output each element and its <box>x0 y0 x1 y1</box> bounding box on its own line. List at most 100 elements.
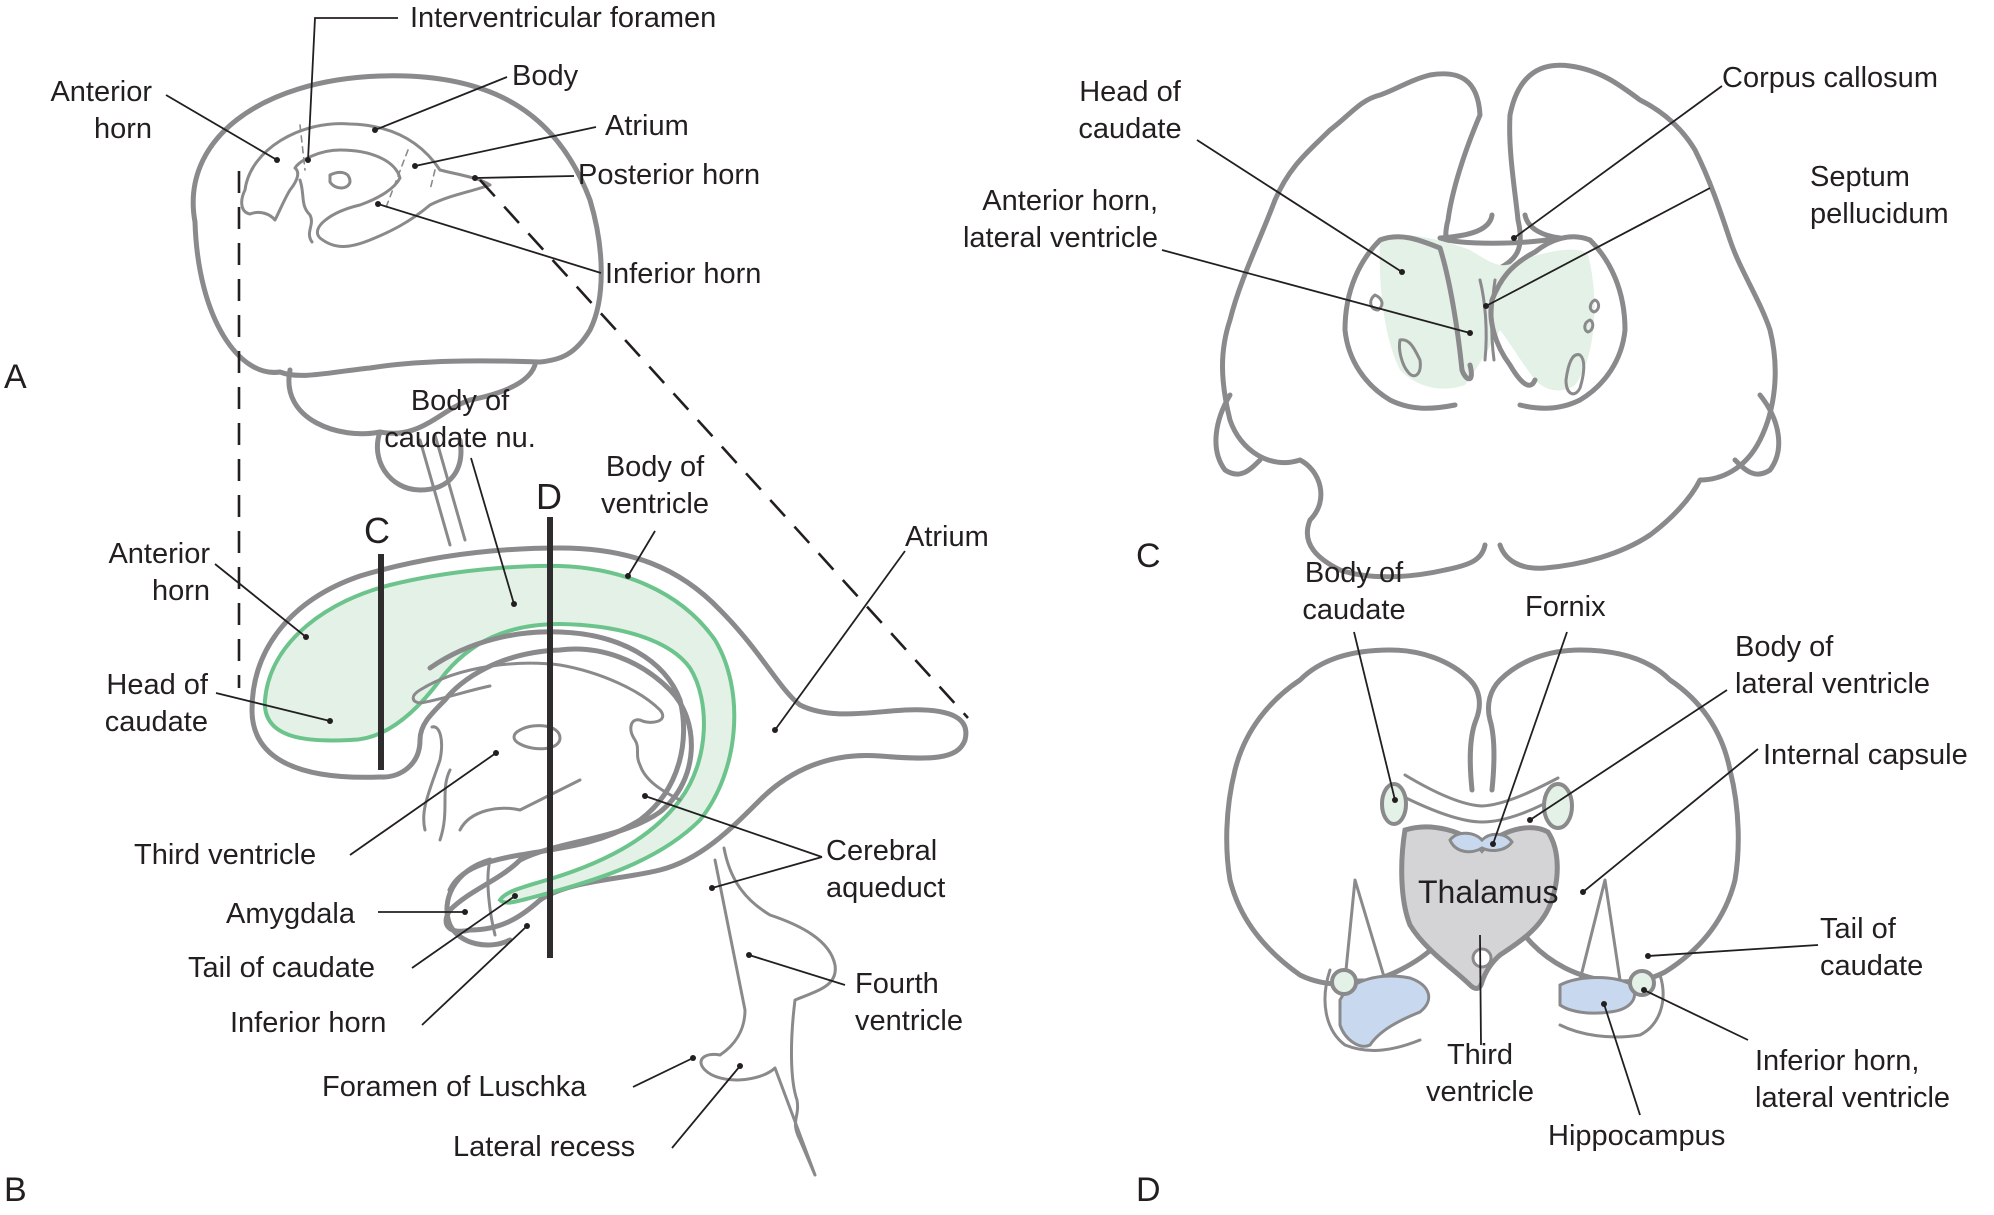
panel-a-drawing <box>190 73 604 547</box>
label-c-corpus-callosum: Corpus callosum <box>1722 62 1938 94</box>
leader-a-anterior-horn <box>165 94 278 161</box>
panel-b-caudate-nucleus <box>262 563 737 905</box>
leader-interventricular-foramen <box>307 17 398 161</box>
leader-a-body <box>374 76 508 131</box>
label-b-inferior-horn: Inferior horn <box>230 1007 387 1039</box>
leader-b-head-of-caudate <box>215 692 331 722</box>
panel-d-third-ventricle-lumen <box>1471 947 1493 969</box>
label-a-posterior-horn: Posterior horn <box>578 159 761 191</box>
leader-d-body-of-caudate <box>1353 631 1396 801</box>
panel-b-amygdala <box>444 857 513 948</box>
panel-c-putamen-right <box>1564 298 1601 396</box>
cut-line-d-label: D <box>536 476 562 517</box>
panel-b-thalamus-outline <box>427 629 687 893</box>
label-b-atrium: Atrium <box>905 521 989 553</box>
leader-b-lateral-recess <box>671 1065 741 1149</box>
panel-c-drawing <box>1213 62 1782 580</box>
leader-d-fornix <box>1492 631 1568 845</box>
panel-c-left-hemisphere <box>1220 71 1488 580</box>
label-b-head-of-caudate: Head of caudate <box>104 669 208 738</box>
leader-d-inferior-horn <box>1643 989 1749 1041</box>
leader-d-internal-capsule <box>1582 748 1759 893</box>
label-d-hippocampus: Hippocampus <box>1548 1120 1726 1152</box>
leader-c-septum-pellucidum <box>1485 187 1711 307</box>
leader-b-third-ventricle <box>349 752 497 856</box>
panel-c-right-hemisphere <box>1497 62 1778 571</box>
panel-d-hippocampus-left <box>1338 974 1431 1048</box>
panel-b-interthalamic-adhesion <box>512 724 562 751</box>
leader-a-inferior-horn <box>377 203 602 274</box>
panel-b-hypothalamus <box>422 725 582 842</box>
panel-a-lateral-ventricle <box>240 122 492 248</box>
label-b-body-of-ventricle: Body of ventricle <box>601 451 709 520</box>
panel-c-left-anterior-horn <box>1342 234 1474 411</box>
leader-d-tail-of-caudate <box>1647 944 1819 957</box>
label-a-interventricular-foramen: Interventricular foramen <box>410 2 717 34</box>
leader-b-foramen-of-luschka <box>632 1057 694 1088</box>
panel-a-divisions <box>299 124 436 211</box>
label-b-anterior-horn: Anterior horn <box>108 538 210 607</box>
leader-b-body-of-ventricle <box>627 530 656 577</box>
label-b-lateral-recess: Lateral recess <box>453 1131 636 1163</box>
projection-line-right <box>479 179 969 719</box>
panel-label-d: D <box>1136 1171 1161 1209</box>
panel-a-third-ventricle <box>298 170 352 244</box>
panel-d-hippocampus-right <box>1558 976 1636 1015</box>
label-a-atrium: Atrium <box>605 110 689 142</box>
panel-label-c: C <box>1136 537 1161 575</box>
pointer-dot <box>305 157 311 163</box>
leader-c-head-of-caudate <box>1196 139 1403 273</box>
leader-b-cerebral-aqueduct <box>644 795 823 889</box>
label-d-internal-capsule: Internal capsule <box>1763 739 1968 771</box>
leader-a-atrium <box>414 126 597 167</box>
leader-c-anterior-horn <box>1161 249 1471 334</box>
label-d-fornix: Fornix <box>1525 591 1606 623</box>
label-b-cerebral-aqueduct: Cerebral aqueduct <box>826 835 946 904</box>
label-d-tail-of-caudate: Tail of caudate <box>1820 913 1924 982</box>
panel-d-internal-capsule-right <box>1578 878 1622 982</box>
panel-a-spinal-cord <box>418 433 467 547</box>
leader-d-hippocampus <box>1603 1003 1641 1116</box>
panel-d-internal-capsule-left <box>1343 878 1387 982</box>
leader-d-body-of-lateral-ventricle <box>1529 689 1728 821</box>
panel-d-drawing <box>1224 647 1741 1052</box>
leader-lines <box>165 17 1819 1149</box>
panel-d-fornix <box>1448 831 1514 854</box>
panel-a-cerebrum-outline <box>190 73 604 378</box>
panel-a-brainstem-cerebellum <box>286 362 538 493</box>
label-b-amygdala: Amygdala <box>226 898 355 930</box>
panel-d-body-of-caudate-left <box>1380 782 1408 826</box>
label-a-anterior-horn: Anterior horn <box>50 76 152 145</box>
label-b-third-ventricle: Third ventricle <box>134 839 317 871</box>
label-b-body-of-caudate-nu: Body of caudate nu. <box>384 385 536 454</box>
panel-c-putamen-left <box>1369 293 1422 378</box>
label-d-body-of-lateral-ventricle: Body of lateral ventricle <box>1735 631 1931 700</box>
leader-c-corpus-callosum <box>1513 85 1723 239</box>
label-c-anterior-horn: Anterior horn, lateral ventricle <box>962 185 1158 254</box>
panel-c-septum <box>1478 278 1497 362</box>
label-d-inferior-horn: Inferior horn, lateral ventricle <box>1755 1045 1951 1114</box>
label-a-inferior-horn: Inferior horn <box>605 258 762 290</box>
panel-c-temporal-lobes <box>1213 392 1782 477</box>
panel-label-b: B <box>4 1171 27 1209</box>
leader-b-inferior-horn <box>421 925 528 1026</box>
cut-line-c-label: C <box>364 510 390 551</box>
panel-c-caudate-shading <box>1379 234 1595 391</box>
leader-a-posterior-horn <box>474 175 575 179</box>
leader-b-atrium <box>774 550 906 731</box>
leader-b-body-of-caudate <box>470 457 515 605</box>
label-a-body: Body <box>512 60 579 92</box>
panel-b-inferior-horn-divider <box>486 858 497 937</box>
label-b-fourth-ventricle: Fourth ventricle <box>855 968 963 1037</box>
leader-b-anterior-horn <box>214 563 307 638</box>
panel-b-third-ventricle <box>411 661 682 802</box>
panel-d-corpus-callosum <box>1398 773 1562 824</box>
leader-b-tail-of-caudate <box>411 895 516 969</box>
panel-d-tail-of-caudate-right <box>1628 969 1656 997</box>
panel-b-fourth-ventricle <box>699 846 837 1177</box>
label-b-tail-of-caudate: Tail of caudate <box>188 952 376 984</box>
panel-d-body-of-caudate-right <box>1542 782 1574 830</box>
label-c-head-of-caudate: Head of caudate <box>1078 76 1182 145</box>
label-b-foramen-of-luschka: Foramen of Luschka <box>322 1071 587 1103</box>
